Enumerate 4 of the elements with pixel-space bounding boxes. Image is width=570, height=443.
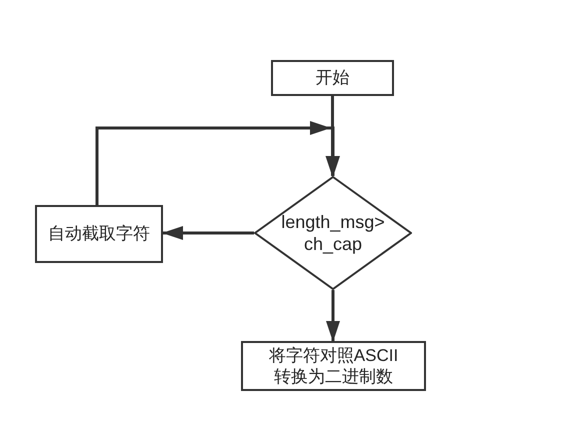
decision-diamond: length_msg> ch_cap — [254, 176, 412, 290]
process-box: 将字符对照ASCII 转换为二进制数 — [241, 341, 426, 391]
start-box: 开始 — [271, 60, 394, 96]
process-box: 自动截取字符 — [35, 205, 163, 263]
